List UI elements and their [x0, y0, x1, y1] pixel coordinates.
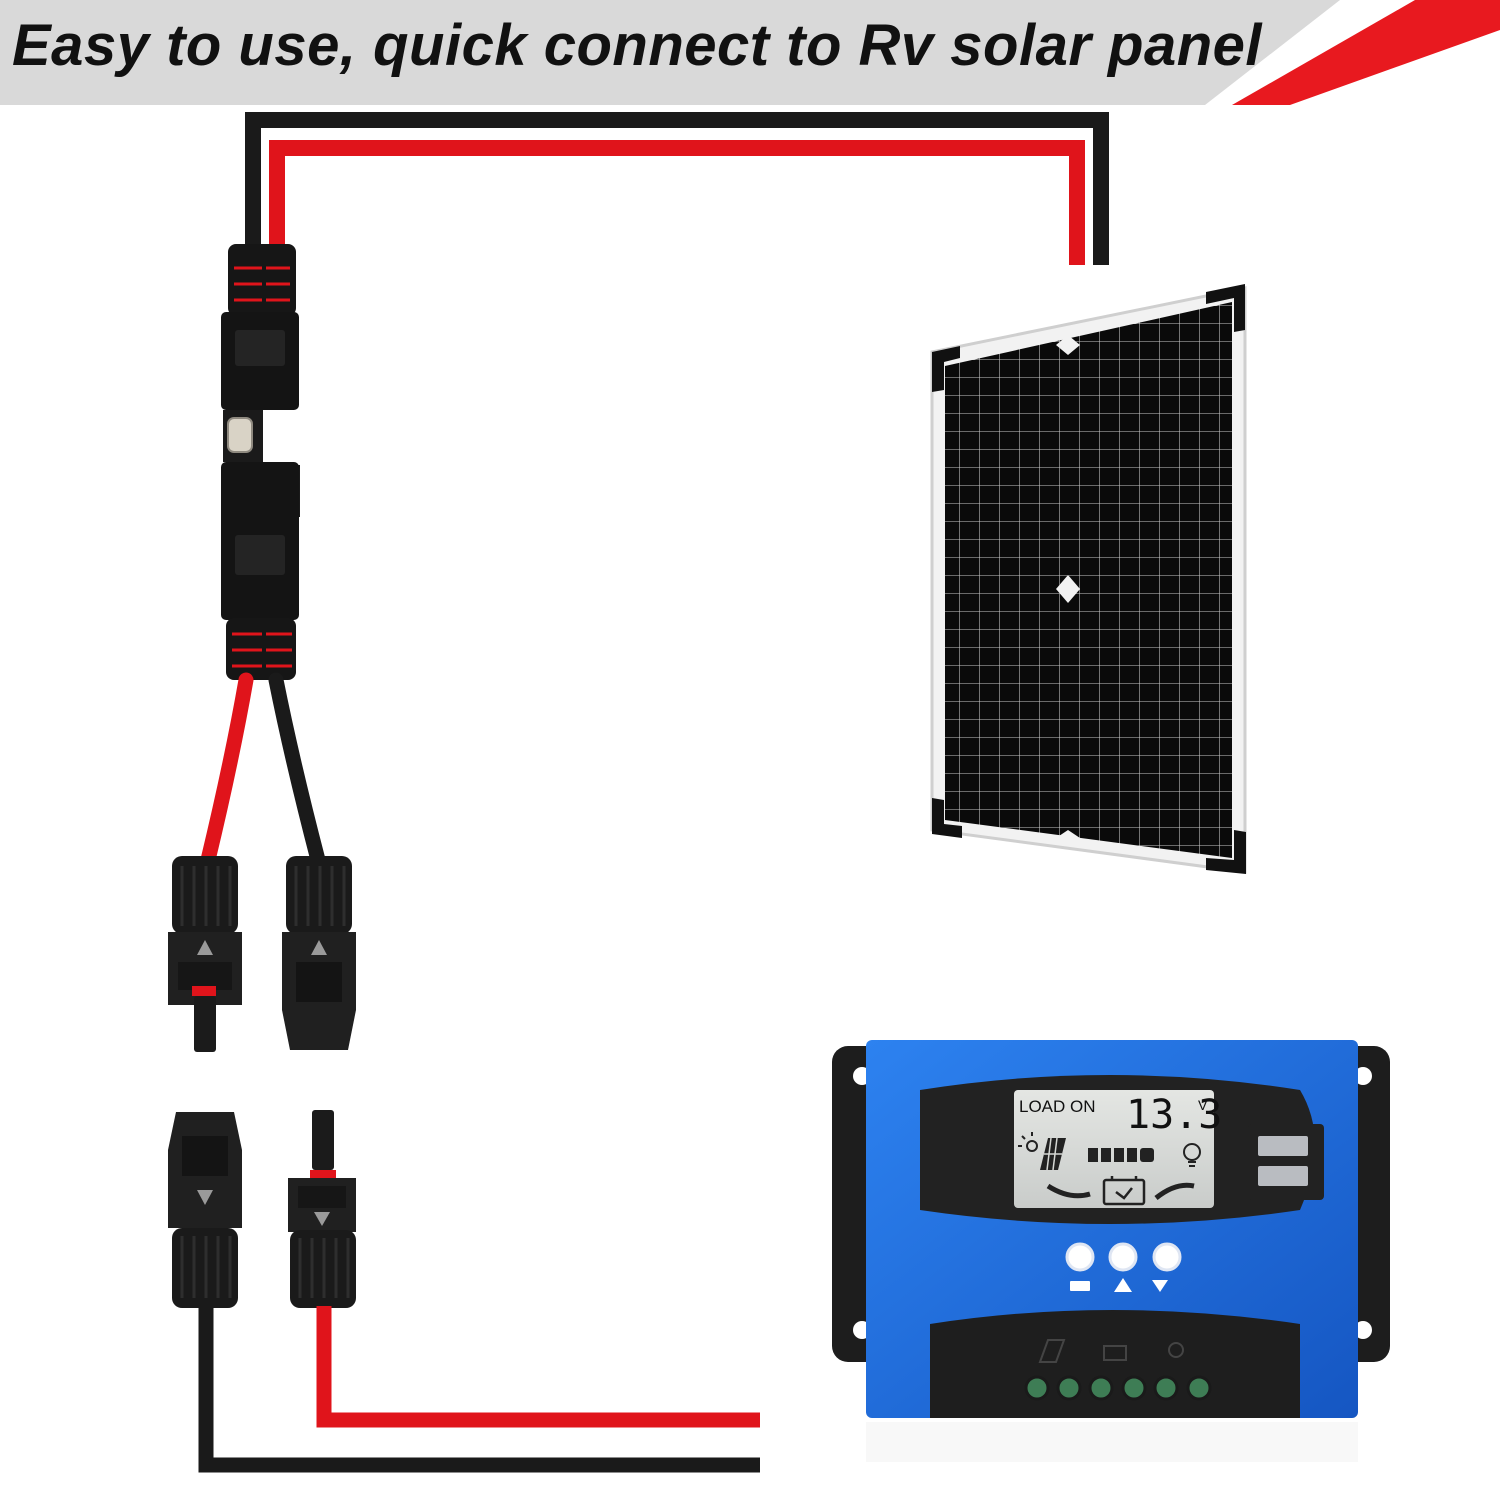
bottom-cable [198, 1306, 760, 1473]
usb-port-icon[interactable] [1258, 1136, 1308, 1156]
bottom-cable-positive [316, 1306, 760, 1428]
terminal-screw[interactable] [1088, 1375, 1114, 1401]
down-button[interactable] [1152, 1242, 1182, 1272]
terminal-screw[interactable] [1056, 1375, 1082, 1401]
mc4-male-lower [288, 1110, 356, 1308]
mc4-male-upper [168, 856, 242, 1052]
voltage-unit: V [1198, 1097, 1208, 1113]
solar-panel [930, 284, 1247, 874]
terminal-screw[interactable] [1121, 1375, 1147, 1401]
charge-controller: LOAD ON 13.3 V [832, 1040, 1390, 1462]
menu-button[interactable] [1065, 1242, 1095, 1272]
top-cable [245, 112, 1109, 265]
top-cable-negative [245, 112, 1109, 265]
battery-terminal-icon [1103, 1345, 1127, 1361]
battery-level-icon [1088, 1148, 1154, 1162]
y-split-cable [200, 672, 326, 868]
terminal-screw[interactable] [1024, 1375, 1050, 1401]
usb-panel [1248, 1124, 1324, 1200]
usb-port-icon[interactable] [1258, 1166, 1308, 1186]
load-terminal-icon [1168, 1342, 1184, 1358]
up-button[interactable] [1108, 1242, 1138, 1272]
terminal-block [930, 1310, 1300, 1418]
battery-icon [1102, 1176, 1146, 1206]
banner-red-stripe [1232, 0, 1500, 105]
load-status-label: LOAD ON [1019, 1097, 1096, 1116]
banner-gray-band [0, 0, 1340, 105]
solar-panel-icon [1040, 1137, 1066, 1171]
sae-connector-top [221, 244, 299, 462]
sae-pin-top [227, 417, 253, 453]
mc4-female-lower [168, 1112, 242, 1308]
up-button-icon [1114, 1278, 1132, 1292]
terminal-screw[interactable] [1153, 1375, 1179, 1401]
terminal-screws [1024, 1375, 1212, 1401]
down-button-icon [1152, 1280, 1168, 1292]
header-banner: Easy to use, quick connect to Rv solar p… [0, 0, 1500, 105]
banner-background [0, 0, 1500, 105]
charge-arrow-icon [1046, 1183, 1091, 1199]
bottom-cable-negative [198, 1306, 760, 1473]
mc4-female-upper [282, 856, 356, 1050]
button-symbols [1070, 1278, 1168, 1292]
split-positive [200, 672, 254, 868]
solar-panel-cells [945, 302, 1232, 858]
bulb-icon [1183, 1143, 1201, 1167]
terminal-labels [1038, 1339, 1184, 1363]
split-negative [268, 672, 326, 868]
menu-button-icon [1070, 1281, 1090, 1291]
top-cable-positive [269, 140, 1085, 265]
terminal-screw[interactable] [1186, 1375, 1212, 1401]
banner-title: Easy to use, quick connect to Rv solar p… [12, 13, 1263, 78]
sae-connector-bottom [221, 462, 300, 680]
controller-reflection [866, 1422, 1358, 1462]
load-arrow-icon [1154, 1182, 1195, 1200]
sun-icon [1018, 1132, 1038, 1152]
solar-terminal-icon [1038, 1339, 1066, 1363]
voltage-readout: 13.3 [1126, 1092, 1222, 1138]
